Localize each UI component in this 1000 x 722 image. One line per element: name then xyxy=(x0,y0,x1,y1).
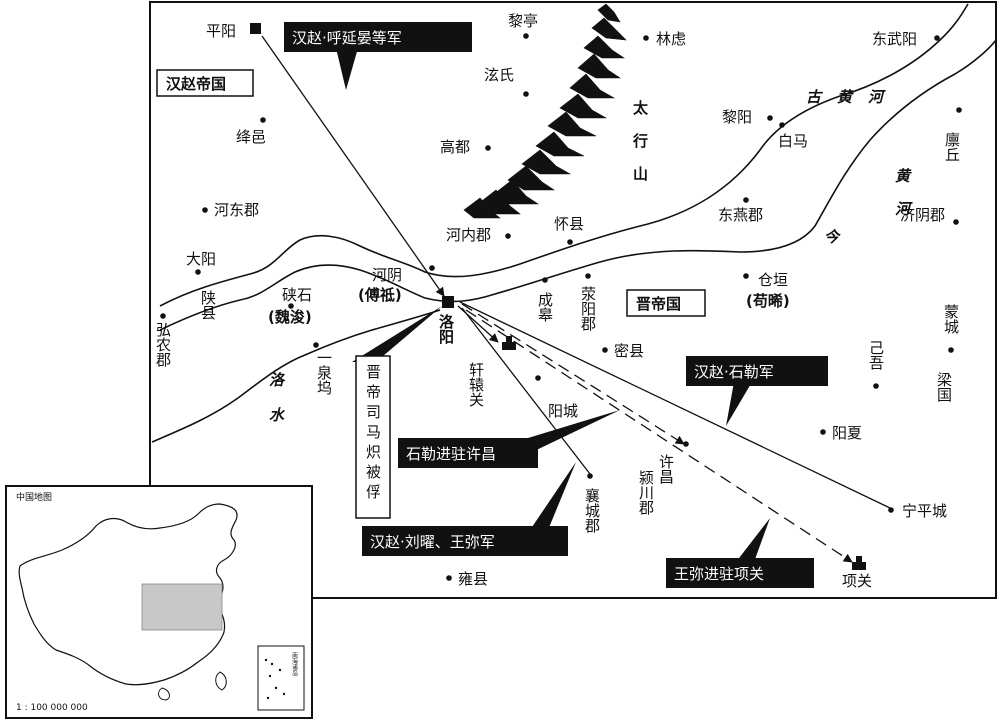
place-mixian: 密县 xyxy=(614,342,644,360)
route-luoyang-xiangguan xyxy=(465,309,853,563)
place-xingyangjun: 荥阳郡 xyxy=(579,286,597,331)
place-yingchuanjun: 颍川郡 xyxy=(637,470,655,515)
inset-title: 中国地图 xyxy=(16,491,52,503)
place-hedongjun: 河东郡 xyxy=(214,201,259,219)
callout-huyan: 汉赵·呼延晏等军 xyxy=(284,22,472,90)
route-luoyang-xuanyuan xyxy=(457,305,499,343)
place-xuchang: 许昌 xyxy=(657,454,675,484)
place-dots xyxy=(160,33,962,581)
place-hongnongjun: 弘农郡 xyxy=(154,322,172,367)
place-daiyang: 大阳 xyxy=(186,250,216,268)
city-square-luoyang xyxy=(442,296,454,308)
place-heneijun: 河内郡 xyxy=(446,226,491,244)
luo-river xyxy=(151,309,441,443)
svg-text:汉赵·刘曜、王弥军: 汉赵·刘曜、王弥军 xyxy=(370,533,495,551)
river-label-gu-huanghe: 古黄河 xyxy=(806,88,899,106)
inset-highlight-region xyxy=(141,583,223,631)
svg-text:晋帝司马炽被俘: 晋帝司马炽被俘 xyxy=(364,364,382,504)
place-yiquanwu: 一泉坞 xyxy=(315,350,333,395)
place-heyin: 河阴 xyxy=(372,266,402,284)
empire-label-jin: 晋帝国 xyxy=(626,289,706,317)
place-jiyinjun: 济阴郡 xyxy=(900,206,945,224)
callout-shile-army: 汉赵·石勒军 xyxy=(686,356,828,426)
taihang-mountains xyxy=(463,3,627,219)
place-xiashi: 硖石 xyxy=(282,286,312,304)
place-linqiu: 廪丘 xyxy=(943,132,961,162)
empire-label-hanzhao: 汉赵帝国 xyxy=(156,69,254,97)
city-square-pingyang xyxy=(250,23,261,34)
place-yangxia: 阳夏 xyxy=(832,424,862,442)
inset-sea-islands xyxy=(264,658,286,700)
place-baima: 白马 xyxy=(778,132,808,150)
svg-text:晋帝国: 晋帝国 xyxy=(636,295,681,313)
svg-text:汉赵帝国: 汉赵帝国 xyxy=(166,75,226,93)
yellow-river xyxy=(159,3,997,331)
place-dongyanjun: 东燕郡 xyxy=(718,206,763,224)
mountain-label-taihang: 太行山 xyxy=(631,99,649,199)
place-gaodu: 高都 xyxy=(440,138,470,156)
place-jiangyi: 绛邑 xyxy=(236,128,266,146)
place-xuanyuanguan: 轩辕关 xyxy=(467,362,485,407)
army-routes xyxy=(261,35,891,563)
svg-text:汉赵·石勒军: 汉赵·石勒军 xyxy=(694,363,774,381)
place-liyang: 黎阳 xyxy=(722,108,752,126)
place-xiangguan: 项关 xyxy=(842,572,872,590)
place-xiangchengjun: 襄城郡 xyxy=(583,488,601,533)
river-label-huanghe: 黄河 xyxy=(892,168,912,234)
callout-wangmi: 王弥进驻项关 xyxy=(666,518,814,588)
place-xuanshi: 泫氏 xyxy=(484,66,514,84)
svg-text:汉赵·呼延晏等军: 汉赵·呼延晏等军 xyxy=(292,29,402,47)
castle-icon xyxy=(852,556,866,570)
place-cangyuan: 仓垣 xyxy=(758,271,788,289)
callout-shile-xuchang: 石勒进驻许昌 xyxy=(398,410,620,468)
inset-sea-box xyxy=(257,645,305,711)
place-huaixian: 怀县 xyxy=(554,215,584,233)
river-label-luoshui: 洛水 xyxy=(267,372,286,442)
china-outline xyxy=(18,503,238,686)
svg-text:王弥进驻项关: 王弥进驻项关 xyxy=(674,565,764,583)
place-mengcheng: 蒙城 xyxy=(942,304,960,335)
place-jiwu: 己吾 xyxy=(867,340,885,370)
place-yongxian: 雍县 xyxy=(458,570,488,588)
river-label-jin: 今 xyxy=(824,228,841,246)
svg-text:石勒进驻许昌: 石勒进驻许昌 xyxy=(406,445,496,463)
callout-emperor: 晋帝司马炽被俘 xyxy=(352,306,442,519)
inset-map: 中国地图 南海诸岛 1 : 100 000 000 xyxy=(5,485,313,719)
route-pingyang-luoyang xyxy=(261,35,445,297)
inset-coast-islands xyxy=(215,671,227,691)
place-xiashi-note: (魏浚) xyxy=(268,308,312,326)
place-linlu: 林虑 xyxy=(656,30,686,48)
place-cangyuan-note: (苟晞) xyxy=(746,292,790,310)
place-luoyang: 洛阳 xyxy=(437,313,455,344)
place-liting: 黎亭 xyxy=(508,12,538,30)
route-ningping-luoyang xyxy=(459,301,891,509)
place-chenggao: 成皋 xyxy=(536,292,554,322)
route-xiangcheng-luoyang xyxy=(461,307,591,475)
place-liangguo: 梁国 xyxy=(935,372,953,402)
inset-sea-label: 南海诸岛 xyxy=(291,651,298,677)
castle-icon xyxy=(502,336,516,350)
place-dongwuyang: 东武阳 xyxy=(872,30,917,48)
inset-scale: 1 : 100 000 000 xyxy=(16,703,88,713)
place-shanxian: 陕县 xyxy=(199,290,217,320)
place-pingyang: 平阳 xyxy=(206,22,236,40)
place-ningpingcheng: 宁平城 xyxy=(902,502,947,520)
callout-liuyao: 汉赵·刘曜、王弥军 xyxy=(362,462,576,556)
route-luoyang-xuchang xyxy=(461,303,685,445)
place-heyin-note: (傅祗) xyxy=(358,286,402,304)
place-yangcheng: 阳城 xyxy=(548,402,578,420)
